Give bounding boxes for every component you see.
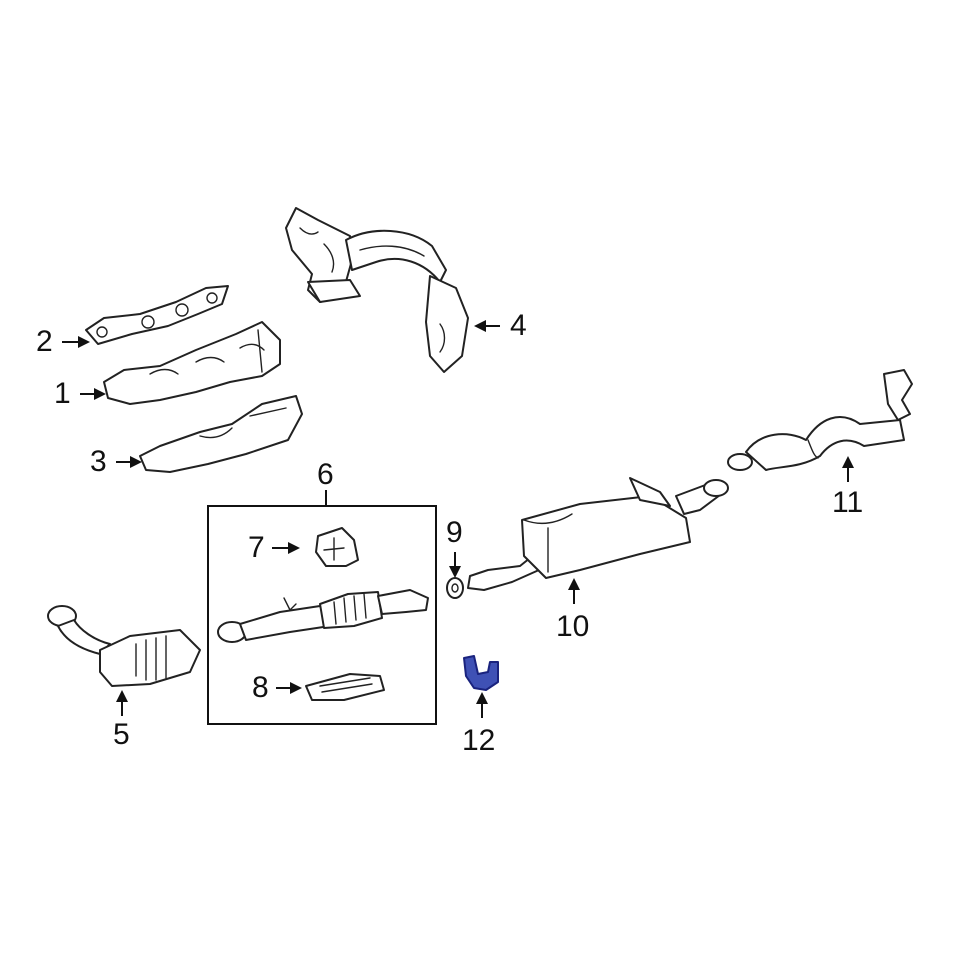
part-2-gasket: [85, 285, 229, 345]
callout-11: 11: [832, 486, 864, 519]
callout-10: 10: [556, 610, 590, 643]
callout-1: 1: [54, 377, 71, 410]
part-1-exhaust-manifold: [103, 321, 281, 405]
callout-6: 6: [317, 458, 334, 491]
part-5-catalytic-converter: [47, 605, 201, 687]
part-7-heat-shield: [315, 527, 359, 567]
callout-9: 9: [446, 516, 463, 549]
part-3-heat-shield: [139, 395, 303, 473]
callout-12: 12: [462, 724, 496, 757]
leader-lines: [62, 320, 854, 718]
part-8-lower-shield: [305, 673, 385, 701]
callout-7: 7: [248, 531, 265, 564]
part-10-muffler: [467, 477, 729, 591]
callout-3: 3: [90, 445, 107, 478]
part-9-gasket-ring: [446, 577, 464, 599]
part-12-bracket: [463, 655, 499, 691]
part-6-converter-pipe: [217, 589, 429, 643]
kit-box-6: [207, 505, 437, 725]
callout-4: 4: [510, 309, 527, 342]
part-4-front-pipe: [285, 207, 469, 373]
part-11-tailpipe: [727, 369, 913, 471]
callout-2: 2: [36, 325, 53, 358]
callout-8: 8: [252, 671, 269, 704]
callout-5: 5: [113, 718, 130, 751]
